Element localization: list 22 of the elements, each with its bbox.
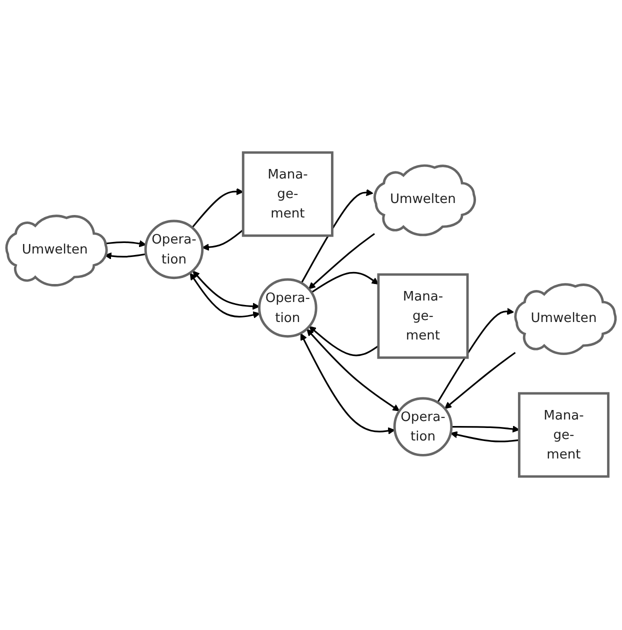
arrow <box>306 329 400 412</box>
arrow <box>192 188 244 229</box>
arrow <box>202 230 244 252</box>
arrow <box>300 334 396 435</box>
node-circle: Opera- tion <box>258 278 318 338</box>
arrow <box>444 352 516 410</box>
node-box: Mana- ge- ment <box>242 152 334 238</box>
arrow <box>104 252 146 260</box>
arrow <box>192 271 260 310</box>
arrow <box>450 432 520 443</box>
arrow <box>311 272 379 294</box>
node-circle: Opera- tion <box>393 398 453 457</box>
arrow <box>436 308 514 404</box>
arrow <box>300 189 374 284</box>
node-box: Mana- ge- ment <box>377 274 469 360</box>
node-box: Mana- ge- ment <box>518 392 610 478</box>
arrow <box>451 426 520 434</box>
node-circle: Opera- tion <box>144 220 204 280</box>
arrow <box>190 273 260 319</box>
arrow <box>308 234 375 290</box>
arrow <box>308 326 379 357</box>
arrow <box>104 240 146 248</box>
